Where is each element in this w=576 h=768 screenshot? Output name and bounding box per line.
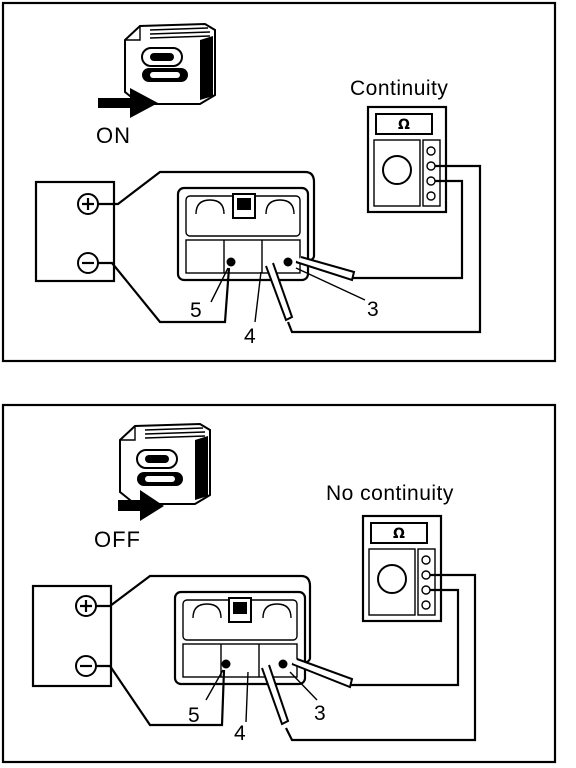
multimeter: Ω xyxy=(361,514,443,623)
push-arrow-icon xyxy=(98,88,158,118)
meter-reading-label: Continuity xyxy=(350,77,448,100)
connector xyxy=(176,186,310,282)
label-terminal-5: 5 xyxy=(190,299,202,322)
probe-2 xyxy=(291,658,354,689)
wire-negative xyxy=(96,664,226,727)
connector xyxy=(173,590,307,686)
terminal-3-dot xyxy=(278,659,288,669)
meter-reading-label: No continuity xyxy=(326,482,454,505)
probe-lead-2 xyxy=(352,179,464,280)
panel-on: ON Ω xyxy=(1,1,557,363)
positive-terminal-icon xyxy=(80,600,92,612)
switch-state-label: OFF xyxy=(94,527,141,552)
label-terminal-3: 3 xyxy=(367,298,379,321)
battery xyxy=(31,584,113,688)
terminal-5-dot xyxy=(226,257,236,267)
ohm-symbol: Ω xyxy=(393,526,405,542)
panel-off: OFF Ω xyxy=(1,403,557,764)
probe-1 xyxy=(261,664,290,726)
panel-frame xyxy=(1,1,557,363)
ohm-symbol: Ω xyxy=(398,117,410,133)
positive-terminal-icon xyxy=(82,198,94,210)
probe-lead-1 xyxy=(285,573,477,742)
battery xyxy=(34,180,116,283)
panel-frame xyxy=(1,403,557,764)
switch-state-label: ON xyxy=(96,123,131,148)
label-terminal-4: 4 xyxy=(234,722,246,745)
switch-device-icon xyxy=(124,22,216,105)
probe-lead-1 xyxy=(286,164,482,334)
switch-device-icon xyxy=(119,422,211,505)
push-arrow-icon xyxy=(118,490,164,521)
wire-negative xyxy=(98,261,231,324)
terminal-5-dot xyxy=(221,659,231,669)
multimeter: Ω xyxy=(366,105,448,214)
label-terminal-3: 3 xyxy=(314,702,326,725)
probe-1 xyxy=(265,262,294,322)
terminal-3-dot xyxy=(283,257,293,267)
label-terminal-4: 4 xyxy=(244,325,256,348)
probe-2 xyxy=(295,256,356,282)
probe-lead-2 xyxy=(350,588,460,687)
label-terminal-5: 5 xyxy=(188,704,200,727)
